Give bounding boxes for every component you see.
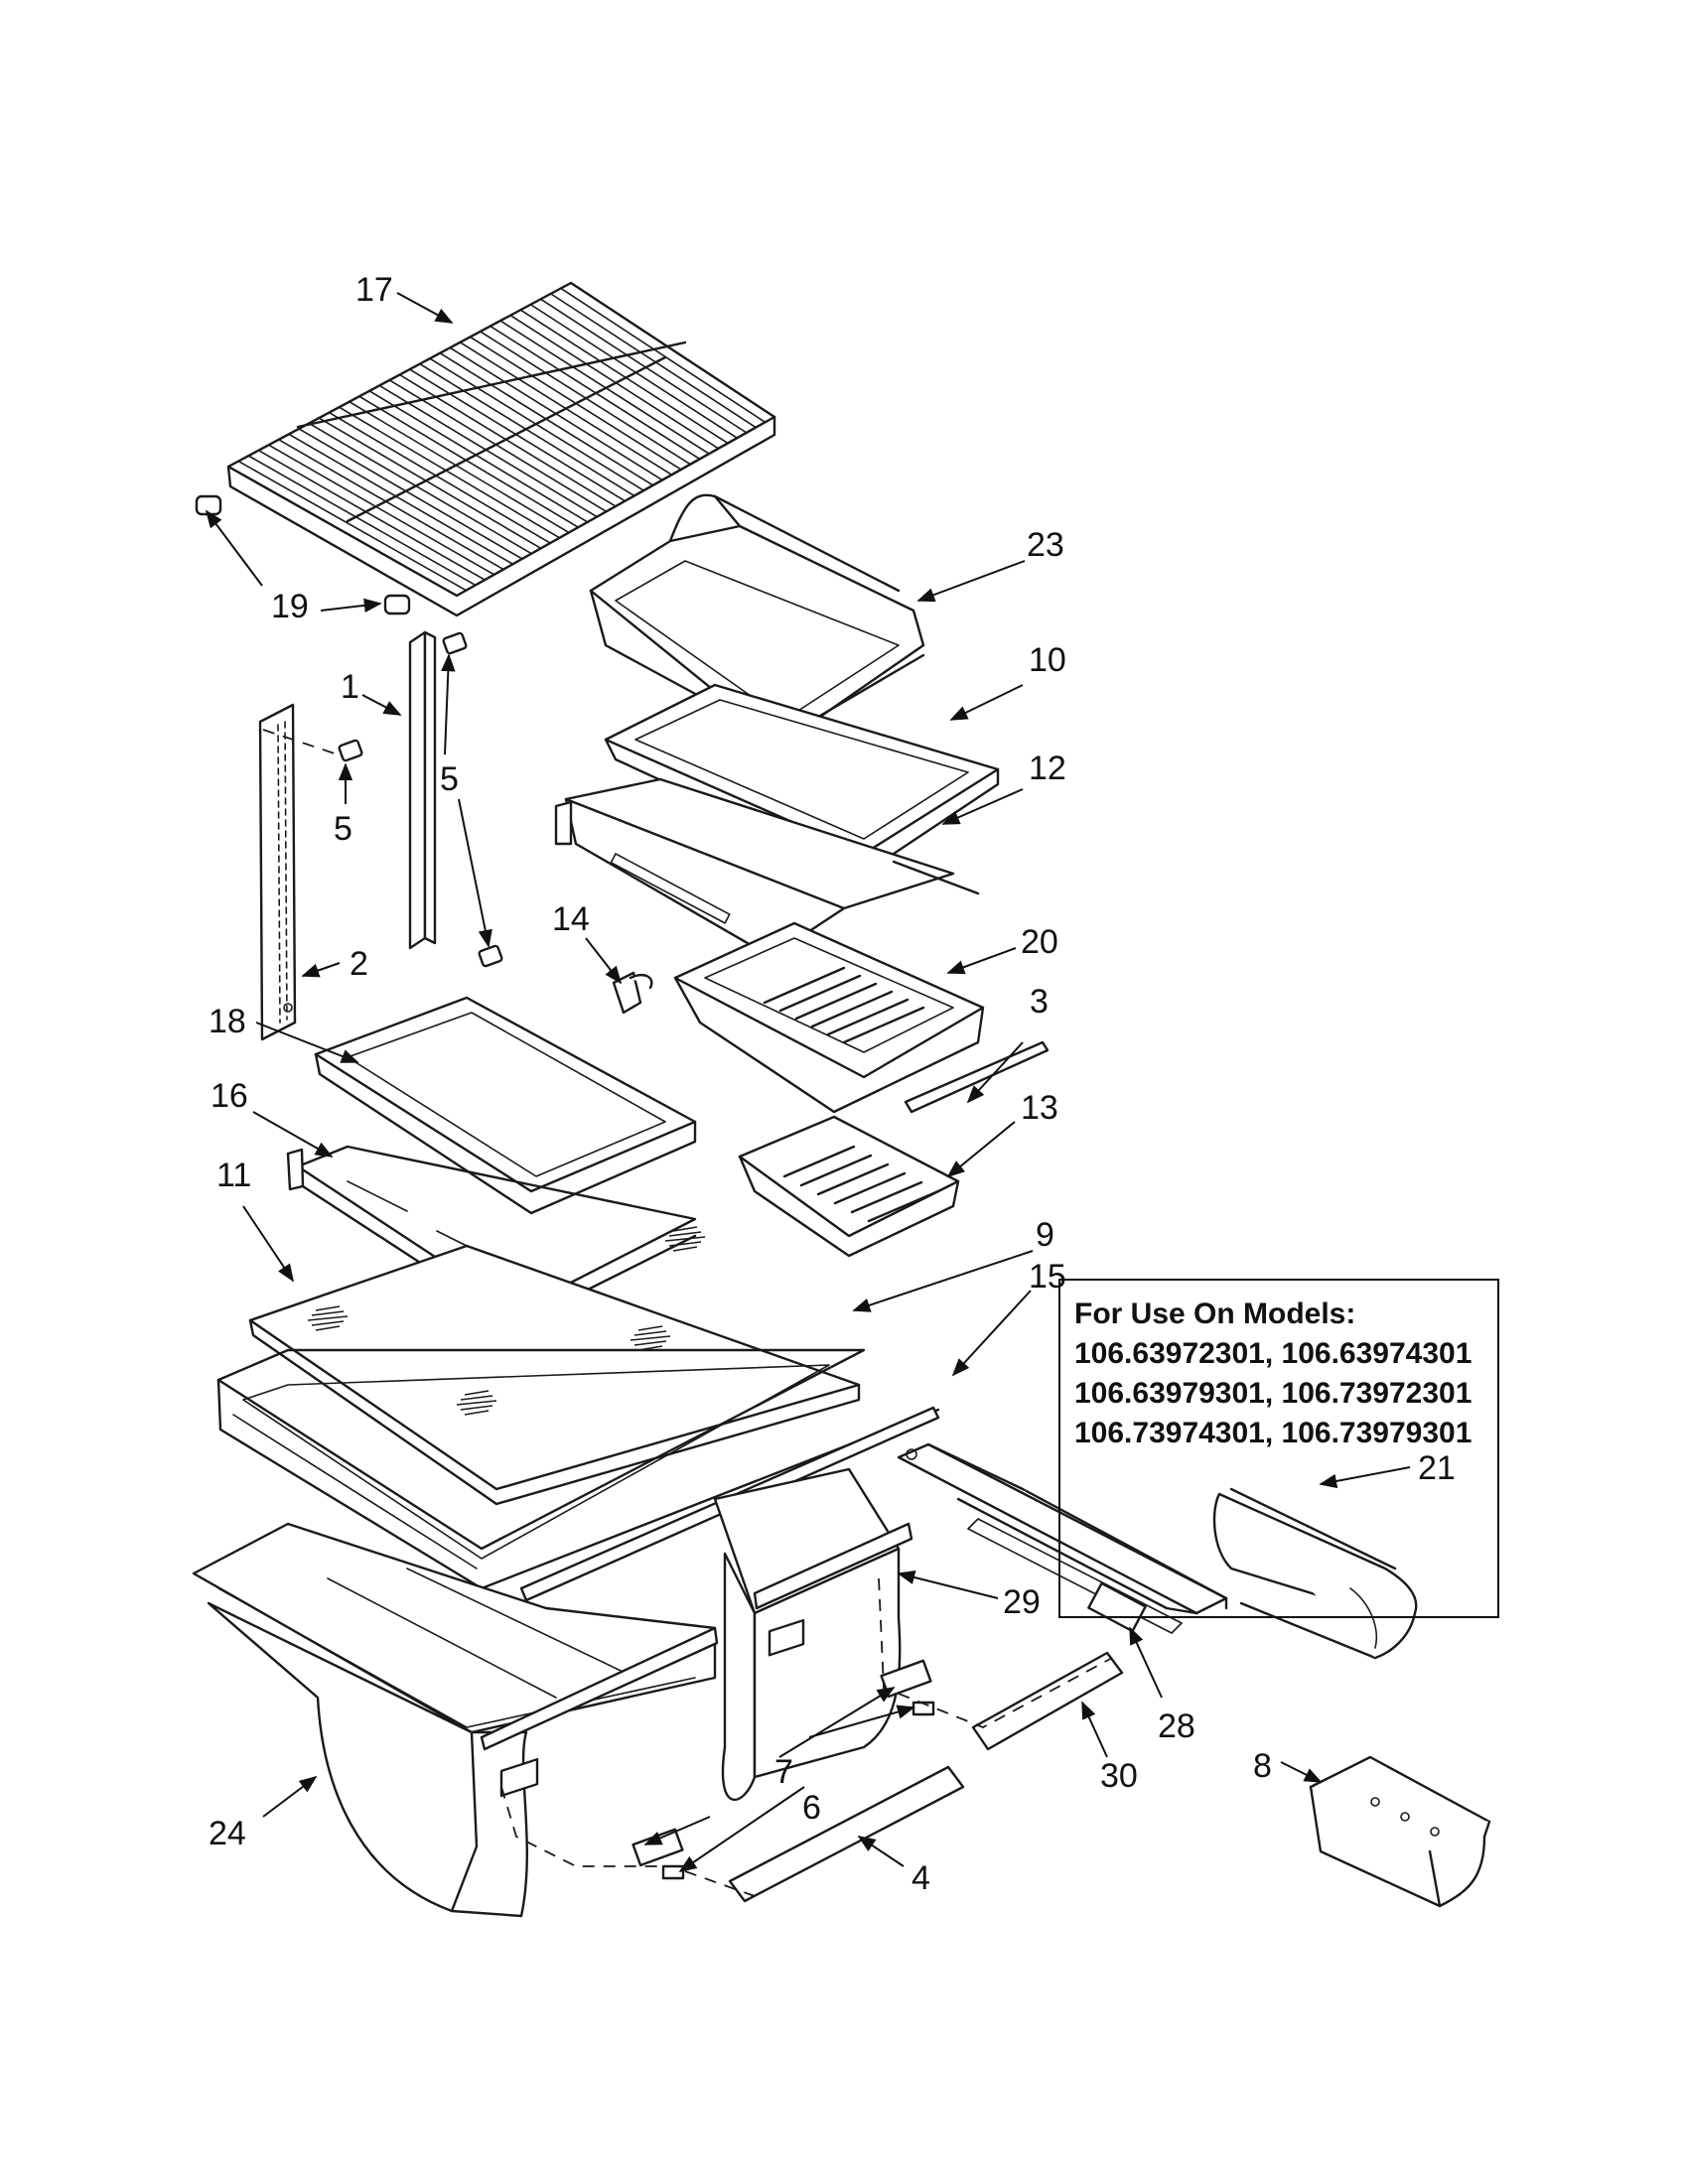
label-21: 21 [1418, 1449, 1456, 1487]
label-14: 14 [552, 900, 590, 938]
label-12: 12 [1029, 750, 1066, 787]
bar-part-28 [897, 1442, 1228, 1634]
trim-part-4 [728, 1765, 965, 1903]
models-line-1: 106.63972301, 106.63974301 [1074, 1337, 1473, 1370]
tray-part-10 [604, 683, 1000, 876]
label-23: 23 [1027, 526, 1064, 564]
label-30: 30 [1100, 1757, 1138, 1795]
label-16: 16 [210, 1077, 248, 1115]
label-24: 24 [209, 1815, 246, 1852]
models-line-2: 106.63979301, 106.73972301 [1074, 1377, 1473, 1410]
models-text: For Use On Models: 106.63972301, 106.639… [1074, 1295, 1472, 1453]
wire-shelf-part-17 [226, 281, 776, 617]
bracket-part-14 [612, 971, 653, 1015]
label-20: 20 [1021, 923, 1058, 961]
label-29: 29 [1003, 1583, 1041, 1621]
rail-part-1 [408, 630, 437, 950]
label-19: 19 [271, 588, 309, 625]
bin-part-8 [1309, 1755, 1491, 1908]
label-28: 28 [1158, 1707, 1195, 1745]
label-3: 3 [1030, 983, 1049, 1021]
crisper-part-24 [192, 1522, 719, 1918]
tray-part-13 [738, 1115, 960, 1258]
drawer-part-20 [673, 921, 985, 1114]
crisper-part-29 [713, 1467, 913, 1801]
label-5-left: 5 [334, 810, 352, 848]
label-8: 8 [1253, 1747, 1272, 1785]
end-cap-part-19 [195, 494, 411, 615]
label-7: 7 [774, 1753, 793, 1791]
label-17: 17 [355, 271, 393, 309]
leader-arrows [205, 292, 1411, 1873]
frame-part-9 [216, 1348, 940, 1590]
assembly-guide-lines [500, 1577, 1113, 1897]
strip-part-3 [904, 1040, 1050, 1114]
label-2: 2 [350, 945, 368, 983]
label-10: 10 [1029, 641, 1066, 679]
label-5-right: 5 [440, 760, 459, 798]
screw-part-5 [338, 631, 503, 968]
label-4: 4 [912, 1859, 930, 1897]
label-6: 6 [802, 1789, 821, 1827]
rail-part-2 [258, 703, 339, 1041]
shelf-part-18 [314, 996, 697, 1215]
label-13: 13 [1021, 1089, 1058, 1127]
label-18: 18 [209, 1003, 246, 1040]
part-labels: 17 19 23 10 12 1 5 5 2 14 20 3 13 18 16 … [209, 271, 1456, 1897]
label-11: 11 [216, 1157, 251, 1194]
models-line-3: 106.73974301, 106.73979301 [1074, 1417, 1473, 1449]
models-heading: For Use On Models: [1074, 1297, 1356, 1330]
models-callout-box: For Use On Models: 106.63972301, 106.639… [1058, 1279, 1499, 1618]
label-1: 1 [341, 668, 359, 706]
trim-part-30 [971, 1651, 1124, 1751]
glass-panel-part-11 [248, 1226, 861, 1506]
label-9: 9 [1036, 1216, 1054, 1254]
